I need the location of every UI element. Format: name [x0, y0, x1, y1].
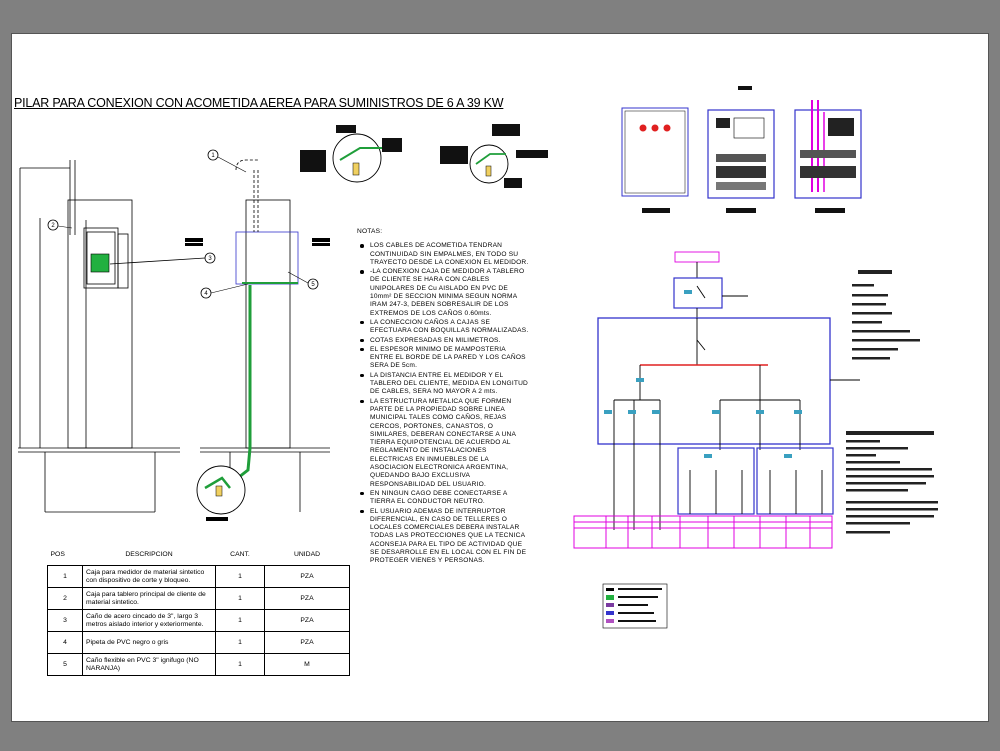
callout-balloons: 1 2 3 4 5	[47, 149, 319, 299]
circuit-table	[573, 515, 833, 549]
meter-module	[90, 253, 110, 273]
drawing-title: PILAR PARA CONEXION CON ACOMETIDA AEREA …	[14, 96, 504, 110]
notes-header: NOTAS:	[357, 228, 383, 235]
header-unid: UNIDAD	[264, 543, 350, 566]
row-cant: 1	[215, 565, 265, 588]
row-unid: PZA	[264, 587, 350, 610]
callout-3-label: 3	[208, 256, 212, 262]
row-unid: PZA	[264, 609, 350, 632]
callout-1-label: 1	[211, 153, 215, 159]
callout-5: 5	[307, 278, 319, 290]
connection-detail-1	[300, 125, 402, 183]
panel-wiring-view	[794, 100, 862, 213]
row-unid: PZA	[264, 565, 350, 588]
row-pos: 5	[47, 653, 83, 676]
callout-4: 4	[200, 287, 212, 299]
row-unid: M	[264, 653, 350, 676]
specs-block	[846, 431, 938, 534]
table-header-row: POS DESCRIPCION CANT. UNIDAD	[47, 543, 350, 566]
row-cant: 1	[215, 653, 265, 676]
note-item: LA DISTANCIA ENTRE EL MEDIDOR Y EL TABLE…	[360, 371, 529, 396]
row-pos: 4	[47, 631, 83, 654]
row-cant: 1	[215, 609, 265, 632]
callout-2: 2	[47, 219, 59, 231]
symbol-legend	[852, 270, 920, 360]
note-item: -LA CONEXION CAJA DE MEDIDOR A TABLERO D…	[360, 268, 529, 318]
pillar-section	[200, 159, 330, 512]
note-item: EL USUARIO ADEMAS DE INTERRUPTOR DIFEREN…	[360, 508, 529, 566]
callout-2-label: 2	[51, 223, 55, 229]
note-item: LA ESTRUCTURA METALICA QUE FORMEN PARTE …	[360, 398, 529, 489]
row-desc: Pipeta de PVC negro o gris	[82, 631, 216, 654]
header-desc: DESCRIPCION	[82, 543, 216, 566]
row-desc: Caño flexible en PVC 3" ignifugo (NO NAR…	[82, 653, 216, 676]
row-desc: Caño de acero cincado de 3", largo 3 met…	[82, 609, 216, 632]
note-item: LA CONECCION CAÑOS A CAJAS SE EFECTUARA …	[360, 318, 529, 335]
breaker-symbols	[604, 290, 802, 458]
callout-5-label: 5	[311, 282, 315, 288]
notes-list: LOS CABLES DE ACOMETIDA TENDRAN CONTINUI…	[357, 242, 529, 565]
note-item: LOS CABLES DE ACOMETIDA TENDRAN CONTINUI…	[360, 242, 529, 266]
parts-table: POS DESCRIPCION CANT. UNIDAD 1 Caja para…	[47, 543, 350, 676]
color-legend	[602, 583, 668, 629]
note-item: COTAS EXPRESADAS EN MILIMETROS.	[360, 337, 529, 345]
note-item: EN NINGUN CAGO DEBE CONECTARSE A TIERRA …	[360, 490, 529, 507]
table-row: 1 Caja para medidor de material sintetic…	[47, 565, 350, 588]
panel-interior-view	[707, 86, 775, 213]
pillar-elevation	[18, 160, 180, 513]
table-row: 5 Caño flexible en PVC 3" ignifugo (NO N…	[47, 653, 350, 676]
row-desc: Caja para tablero principal de cliente d…	[82, 587, 216, 610]
row-cant: 1	[215, 587, 265, 610]
row-pos: 2	[47, 587, 83, 610]
panel-front-view	[621, 107, 689, 213]
note-item: EL ESPESOR MINIMO DE MAMPOSTERIA ENTRE E…	[360, 346, 529, 371]
row-pos: 1	[47, 565, 83, 588]
single-line-diagram	[597, 251, 860, 530]
connection-detail-2	[440, 124, 548, 188]
table-row: 4 Pipeta de PVC negro o gris 1 PZA	[47, 631, 350, 654]
callout-4-label: 4	[204, 291, 208, 297]
header-pos: POS	[47, 543, 83, 566]
table-row: 2 Caja para tablero principal de cliente…	[47, 587, 350, 610]
header-cant: CANT.	[215, 543, 265, 566]
row-unid: PZA	[264, 631, 350, 654]
notes-block: NOTAS: LOS CABLES DE ACOMETIDA TENDRAN C…	[357, 228, 529, 567]
callout-1: 1	[207, 149, 219, 161]
row-desc: Caja para medidor de material sintetico …	[82, 565, 216, 588]
row-pos: 3	[47, 609, 83, 632]
table-row: 3 Caño de acero cincado de 3", largo 3 m…	[47, 609, 350, 632]
row-cant: 1	[215, 631, 265, 654]
callout-3: 3	[204, 252, 216, 264]
